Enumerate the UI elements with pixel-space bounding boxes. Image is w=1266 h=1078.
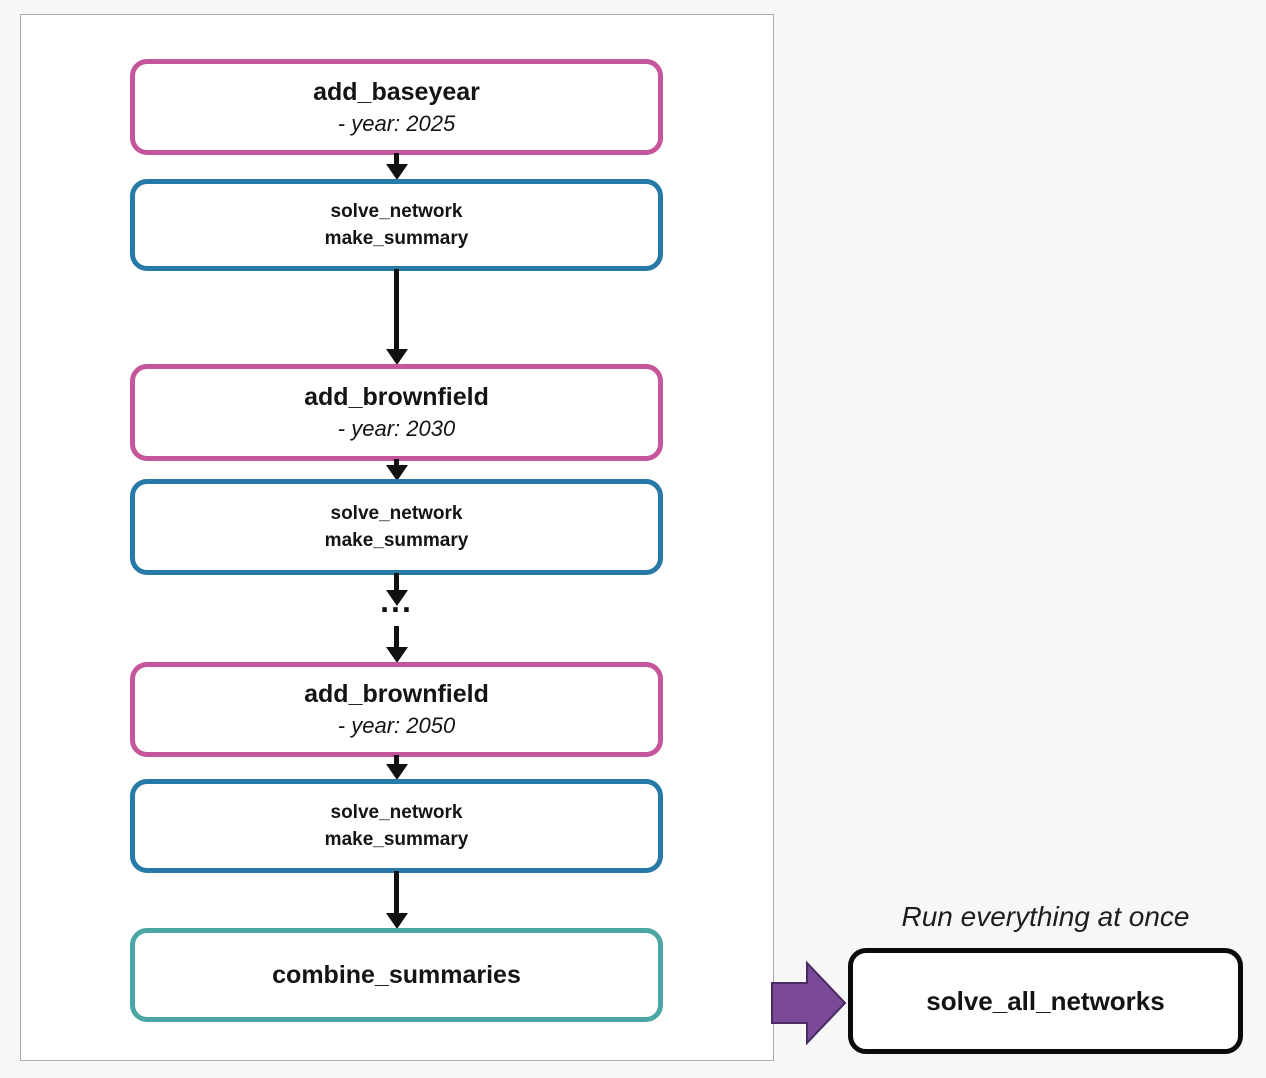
down-arrow-icon: [382, 573, 411, 606]
run-everything-caption: Run everything at once: [901, 901, 1190, 932]
arrow-shaft: [394, 755, 399, 764]
node-line: make_summary: [324, 829, 469, 850]
node-add-brownfield-2030: add_brownfield - year: 2030: [130, 364, 663, 461]
node-subtitle: - year: 2050: [337, 713, 456, 738]
ellipsis: ...: [380, 583, 413, 619]
node-line: make_summary: [324, 228, 469, 249]
node-subtitle: - year: 2025: [337, 110, 456, 136]
node-combine-summaries: combine_summaries: [130, 928, 663, 1022]
down-arrow-icon: [382, 626, 411, 663]
arrow-head: [385, 764, 408, 780]
arrow-shaft: [394, 269, 399, 349]
down-arrow-icon: [382, 269, 411, 365]
node-line: solve_network: [330, 802, 463, 823]
node-subtitle: - year: 2030: [337, 416, 456, 441]
arrow-head: [385, 349, 408, 365]
arrow-head: [385, 465, 408, 481]
node-title: add_baseyear: [313, 77, 480, 106]
arrow-head: [385, 164, 408, 180]
node-line: solve_network: [330, 201, 463, 222]
node-line: solve_network: [330, 503, 463, 524]
node-solve-all-networks: solve_all_networks: [848, 948, 1243, 1054]
node-solve-network-1: solve_network make_summary: [130, 179, 663, 271]
node-solve-network-2: solve_network make_summary: [130, 479, 663, 575]
down-arrow-icon: [382, 755, 411, 780]
node-add-brownfield-2050: add_brownfield - year: 2050: [130, 662, 663, 757]
node-title: combine_summaries: [272, 960, 521, 989]
down-arrow-icon: [382, 459, 411, 481]
node-line: make_summary: [324, 530, 469, 551]
down-arrow-icon: [382, 153, 411, 180]
arrow-shaft: [394, 153, 399, 164]
arrow-shaft: [394, 573, 399, 590]
node-title: solve_all_networks: [926, 985, 1165, 1016]
arrow-shaft: [394, 626, 399, 647]
node-solve-network-3: solve_network make_summary: [130, 779, 663, 873]
node-add-baseyear: add_baseyear - year: 2025: [130, 59, 663, 155]
arrow-head: [385, 913, 408, 929]
run-all-arrow-icon: [771, 961, 847, 1045]
arrow-head: [385, 647, 408, 663]
arrow-shaft: [394, 459, 399, 465]
node-title: add_brownfield: [304, 383, 489, 411]
node-title: add_brownfield: [304, 680, 489, 708]
arrow-shaft: [394, 871, 399, 913]
down-arrow-icon: [382, 871, 411, 929]
arrow-head: [385, 590, 408, 606]
